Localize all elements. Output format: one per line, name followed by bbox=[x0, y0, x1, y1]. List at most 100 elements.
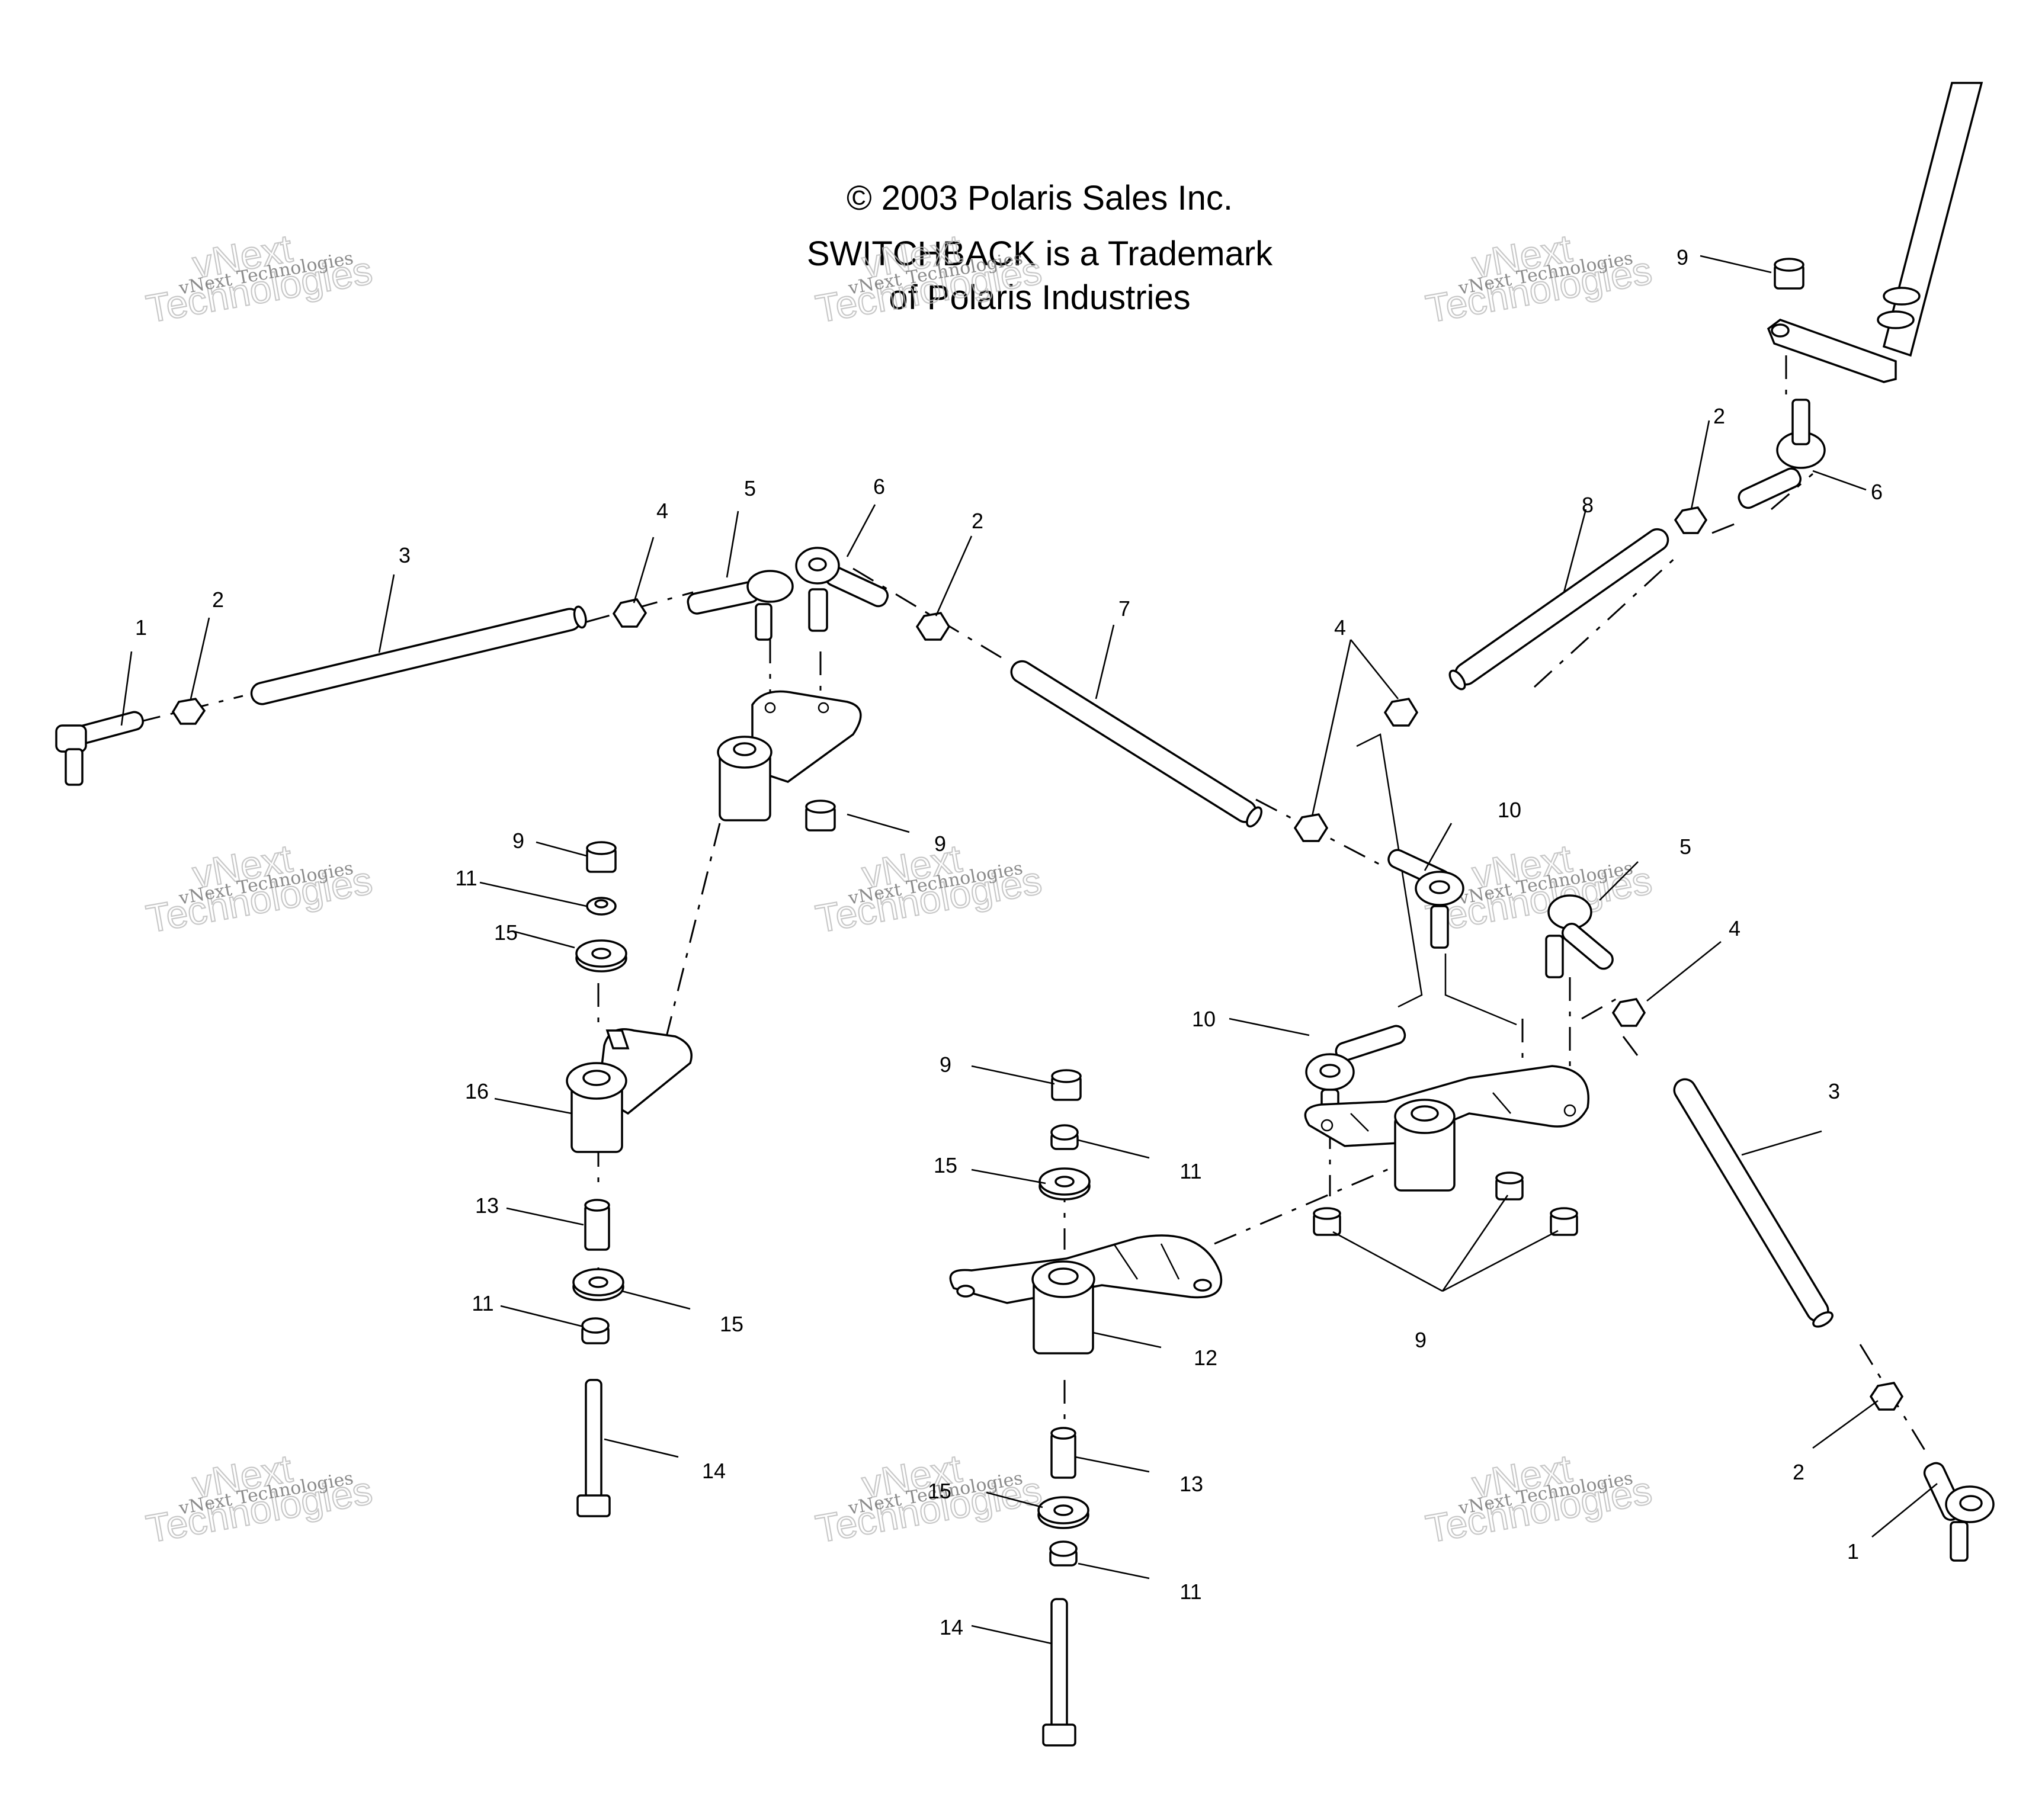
bushing bbox=[584, 1199, 610, 1251]
small-nut bbox=[1049, 1540, 1078, 1567]
lock-nut bbox=[1495, 1171, 1524, 1201]
rod-end-6-right bbox=[1738, 399, 1826, 509]
leader-lines bbox=[120, 255, 1938, 1645]
rod-end-10-upper bbox=[1387, 849, 1464, 949]
tie-rod-3-left bbox=[250, 605, 587, 705]
callout-9: 9 bbox=[1677, 245, 1688, 269]
watermark: vNext Technologies vNext Technologies bbox=[142, 226, 376, 332]
lock-nut bbox=[1550, 1207, 1578, 1236]
callout-12: 12 bbox=[1194, 1346, 1217, 1370]
callout-1: 1 bbox=[1847, 1539, 1859, 1564]
washer bbox=[1037, 1496, 1089, 1529]
small-nut bbox=[1050, 1124, 1079, 1150]
callout-9: 9 bbox=[940, 1052, 951, 1077]
callout-11: 11 bbox=[455, 866, 477, 890]
callout-2: 2 bbox=[1713, 404, 1725, 428]
bushing bbox=[1050, 1427, 1076, 1479]
bolts bbox=[576, 1379, 1076, 1747]
callout-2: 2 bbox=[212, 588, 224, 612]
callout-11: 11 bbox=[472, 1291, 493, 1315]
jam-nut bbox=[1674, 506, 1708, 534]
callout-9: 9 bbox=[934, 832, 946, 856]
small-nut bbox=[586, 897, 617, 916]
rod-end-5-right bbox=[1545, 894, 1614, 978]
tie-rod-7 bbox=[1010, 660, 1263, 828]
callout-8: 8 bbox=[1582, 493, 1594, 517]
trademark-line-2: of Polaris Industries bbox=[889, 278, 1190, 317]
callout-15: 15 bbox=[934, 1153, 957, 1177]
callout-16: 16 bbox=[465, 1079, 489, 1103]
callout-9: 9 bbox=[512, 829, 524, 853]
jam-nut bbox=[612, 598, 648, 628]
watermark: vNext Technologies vNext Technologies bbox=[1422, 1446, 1655, 1552]
callout-5: 5 bbox=[1679, 834, 1691, 859]
tie-rods bbox=[250, 528, 1834, 1328]
steering-arm-upper-left bbox=[717, 690, 862, 821]
trademark-line-1: SWITCHBACK is a Trademark bbox=[807, 235, 1273, 273]
tie-rod-8 bbox=[1448, 528, 1669, 691]
callout-10: 10 bbox=[1192, 1007, 1216, 1031]
callout-3: 3 bbox=[399, 543, 411, 567]
callout-13: 13 bbox=[475, 1193, 499, 1218]
callout-3: 3 bbox=[1828, 1079, 1840, 1103]
callout-15: 15 bbox=[720, 1312, 743, 1336]
callout-14: 14 bbox=[940, 1615, 963, 1639]
jam-nuts bbox=[171, 506, 1904, 1411]
lock-nut bbox=[805, 800, 836, 832]
callout-15: 15 bbox=[928, 1479, 951, 1503]
rod-end-1-right bbox=[1923, 1462, 1995, 1562]
callout-13: 13 bbox=[1179, 1472, 1203, 1496]
bolt bbox=[1042, 1598, 1076, 1747]
lock-nut bbox=[1774, 258, 1804, 290]
steering-arm-upper-right bbox=[1304, 1065, 1589, 1192]
callout-4: 4 bbox=[656, 499, 668, 523]
callout-6: 6 bbox=[873, 474, 885, 499]
callout-2: 2 bbox=[972, 509, 983, 533]
callout-1: 1 bbox=[135, 615, 147, 640]
watermark: vNext Technologies vNext Technologies bbox=[142, 1446, 376, 1552]
rod-end-1-left bbox=[55, 711, 144, 786]
callout-4: 4 bbox=[1334, 615, 1346, 640]
lock-nut bbox=[1051, 1069, 1082, 1101]
washer bbox=[575, 939, 627, 972]
washers bbox=[572, 897, 1091, 1567]
callout-11: 11 bbox=[1179, 1159, 1201, 1183]
steering-arm-12 bbox=[949, 1234, 1223, 1354]
bolt bbox=[576, 1379, 611, 1517]
callout-4: 4 bbox=[1729, 916, 1740, 941]
callout-labels: 1 2 3 4 5 6 2 7 8 2 6 9 4 9 9 11 15 16 1… bbox=[135, 245, 1883, 1639]
watermark: vNext Technologies vNext Technologies bbox=[1422, 226, 1655, 332]
jam-nut bbox=[1383, 698, 1419, 727]
copyright-text: © 2003 Polaris Sales Inc. bbox=[847, 179, 1233, 217]
callout-7: 7 bbox=[1118, 596, 1130, 621]
jam-nut bbox=[1293, 813, 1329, 842]
watermark: vNext Technologies vNext Technologies bbox=[812, 836, 1045, 942]
bushings bbox=[584, 1199, 1076, 1479]
jam-nut bbox=[171, 698, 206, 725]
rod-end-5-left bbox=[687, 570, 794, 641]
steering-arms bbox=[566, 690, 1589, 1354]
callout-2: 2 bbox=[1793, 1460, 1804, 1484]
lock-nut bbox=[1313, 1207, 1341, 1236]
jam-nut bbox=[1611, 998, 1646, 1027]
washer bbox=[572, 1268, 624, 1301]
callout-14: 14 bbox=[702, 1459, 726, 1483]
small-nut bbox=[581, 1317, 610, 1344]
steering-arm-16 bbox=[566, 1028, 693, 1153]
tie-rod-3-right bbox=[1673, 1078, 1834, 1328]
steering-post bbox=[1767, 82, 1983, 383]
callout-6: 6 bbox=[1871, 480, 1883, 504]
jam-nut bbox=[1869, 1382, 1904, 1411]
callout-15: 15 bbox=[494, 920, 518, 945]
washer bbox=[1038, 1167, 1091, 1201]
callout-10: 10 bbox=[1498, 798, 1521, 822]
lock-nut bbox=[586, 841, 617, 873]
lock-nuts bbox=[586, 258, 1804, 1236]
callout-5: 5 bbox=[744, 476, 756, 500]
rod-end-6-left bbox=[795, 547, 889, 632]
callout-11: 11 bbox=[1179, 1580, 1201, 1604]
watermark: vNext Technologies vNext Technologies bbox=[812, 1446, 1045, 1552]
jam-nut bbox=[915, 612, 951, 641]
callout-9: 9 bbox=[1415, 1328, 1427, 1352]
